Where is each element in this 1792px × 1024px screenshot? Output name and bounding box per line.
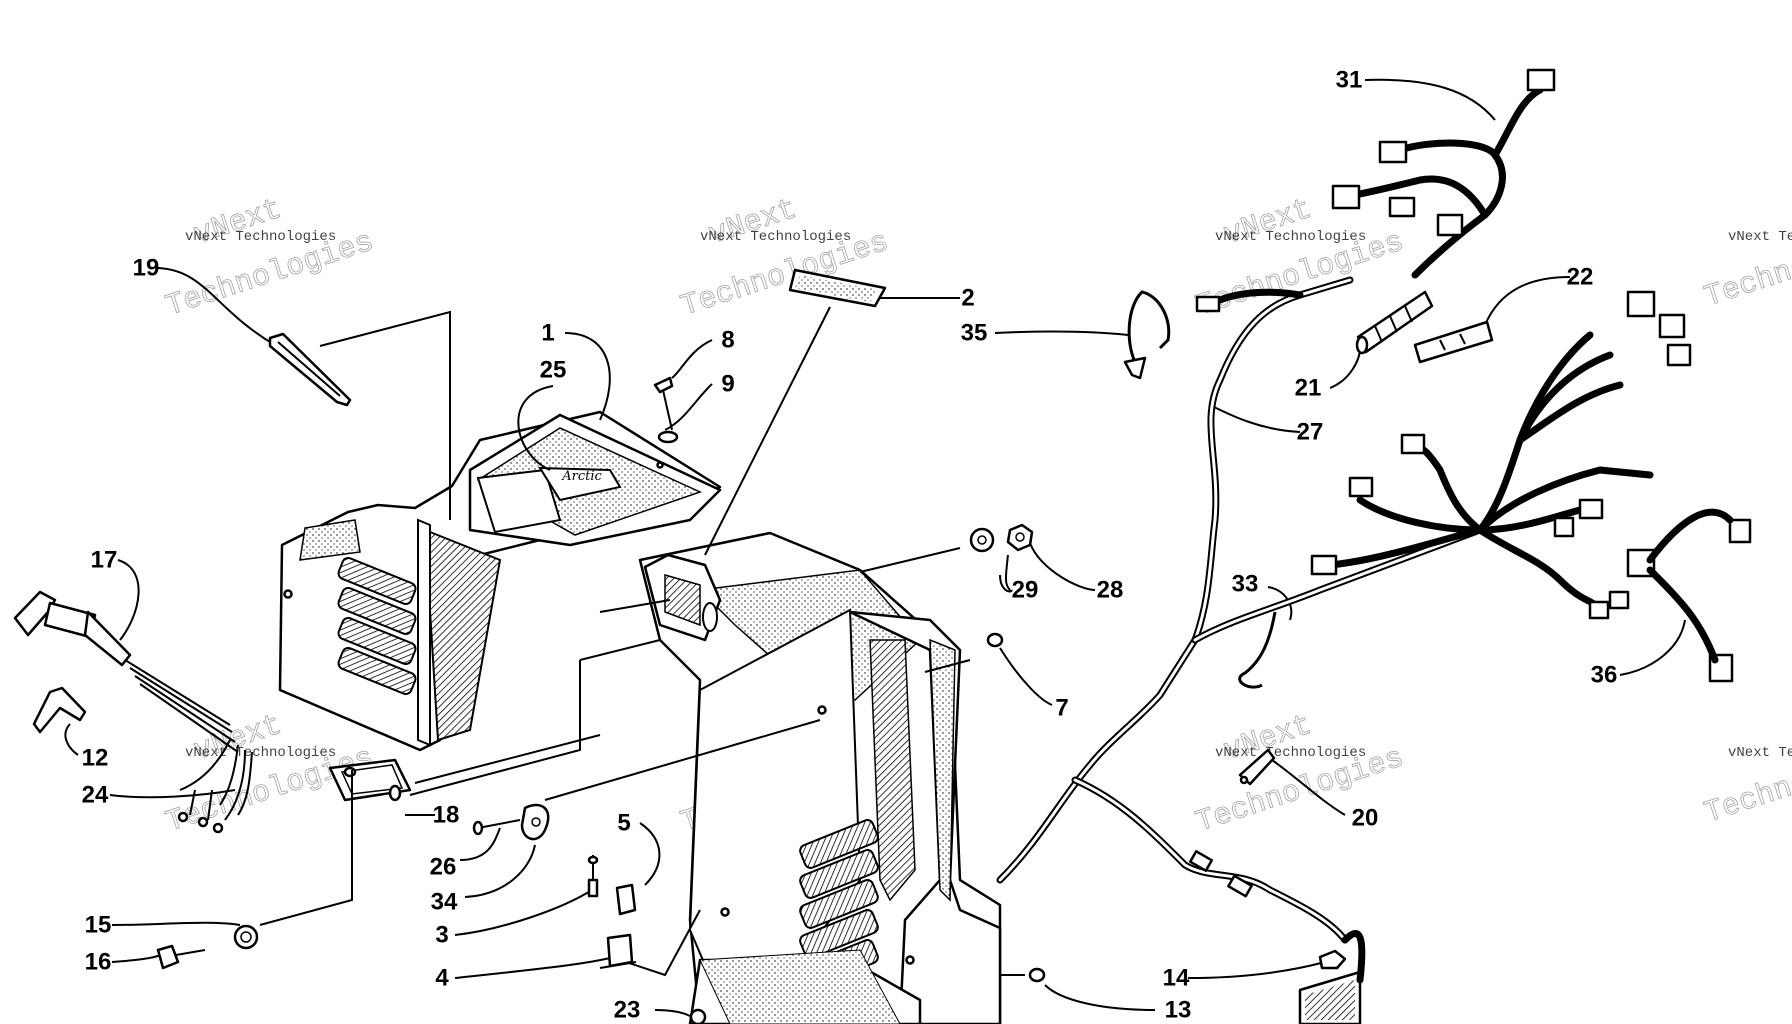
callout-36: 36 — [1591, 662, 1618, 689]
callout-4: 4 — [435, 965, 449, 992]
shroud-texture — [299, 519, 361, 561]
part-18-light-bar — [328, 758, 412, 802]
callout-25: 25 — [540, 357, 567, 384]
callout-22: 22 — [1567, 264, 1594, 291]
callout-33: 33 — [1232, 571, 1259, 598]
part-15-socket — [233, 924, 259, 950]
part-33-ground-wire — [1238, 611, 1277, 689]
watermark-text: vNext Technologies — [185, 229, 336, 245]
watermark-8: vNext Technologies Technologies — [1700, 732, 1792, 832]
part-5-clip — [615, 883, 637, 916]
part-16-bulb — [156, 944, 206, 970]
callout-12: 12 — [82, 745, 109, 772]
part-17-switch — [13, 590, 239, 753]
watermark-text: vNext Technologies — [1215, 745, 1366, 761]
leader-lines — [64, 78, 1686, 1017]
watermark-2: vNext vNext Technologies Technologies — [677, 192, 894, 325]
watermark-3: vNext vNext Technologies Technologies — [1192, 192, 1409, 325]
callout-13: 13 — [1165, 997, 1192, 1024]
callout-8: 8 — [721, 327, 734, 354]
part-4-bracket — [599, 933, 637, 969]
part-21-grommet — [1355, 290, 1434, 355]
callout-26: 26 — [430, 854, 457, 881]
watermark-4: vNext Technologies Technologies — [1700, 216, 1792, 316]
part-9-washer — [656, 430, 679, 469]
part-2-decal — [788, 268, 887, 308]
part-29-lock-washer — [969, 527, 995, 553]
callout-3: 3 — [435, 922, 448, 949]
callout-28: 28 — [1097, 577, 1124, 604]
callout-2: 2 — [961, 285, 974, 312]
watermark-text: vNext Technologies — [1728, 229, 1792, 245]
callout-21: 21 — [1295, 375, 1322, 402]
callout-19: 19 — [133, 255, 160, 282]
watermark-text: vNext Technologies — [700, 229, 851, 245]
callout-labels: 1 2 3 4 5 7 8 9 12 13 14 15 16 17 18 19 … — [82, 67, 1618, 1024]
part-8-screw — [653, 376, 674, 431]
part-20-clamp — [1238, 748, 1276, 786]
part-12-key — [32, 686, 87, 734]
callout-20: 20 — [1352, 805, 1379, 832]
callout-24: 24 — [82, 782, 109, 809]
watermark-text: vNext Technologies — [1728, 745, 1792, 761]
callout-29: 29 — [1012, 577, 1039, 604]
callout-18: 18 — [433, 802, 460, 829]
callout-5: 5 — [617, 810, 630, 837]
part-26-rivet — [472, 819, 521, 836]
watermark-text: vNext Technologies — [1215, 229, 1366, 245]
callout-34: 34 — [431, 889, 458, 916]
callout-23: 23 — [614, 997, 641, 1024]
left-louvers — [337, 557, 417, 695]
wiring-harness — [996, 86, 1654, 984]
part-14-bolt — [1298, 949, 1362, 1024]
callout-31: 31 — [1336, 67, 1363, 94]
part-13-washer — [1028, 967, 1046, 983]
part-23-plug — [689, 1008, 707, 1024]
callout-17: 17 — [91, 547, 118, 574]
part-24-terminals — [177, 739, 253, 834]
watermark-text: vNext Technologies — [185, 745, 336, 761]
callout-7: 7 — [1055, 695, 1068, 722]
callout-14: 14 — [1163, 965, 1190, 992]
decal-text: Arctic — [561, 469, 602, 484]
shroud-opening — [423, 528, 502, 742]
part-35-clip — [1123, 290, 1171, 380]
decal-25 — [538, 466, 622, 502]
part-28-nut — [1006, 523, 1034, 552]
callout-35: 35 — [961, 320, 988, 347]
part-34-grommet — [520, 803, 550, 841]
part-19-lens — [268, 332, 352, 407]
watermark-1: vNext vNext Technologies Technologies — [162, 192, 379, 325]
part-7-washer — [986, 632, 1004, 648]
part-22-decal-strip — [1413, 320, 1494, 364]
callout-16: 16 — [85, 949, 112, 976]
callout-27: 27 — [1297, 419, 1324, 446]
callout-1: 1 — [541, 320, 554, 347]
part-3-rivet — [587, 855, 599, 898]
callout-9: 9 — [721, 371, 734, 398]
harness-connectors — [1310, 68, 1752, 683]
callout-15: 15 — [85, 912, 112, 939]
console-assembly: Arctic — [278, 410, 1002, 1024]
